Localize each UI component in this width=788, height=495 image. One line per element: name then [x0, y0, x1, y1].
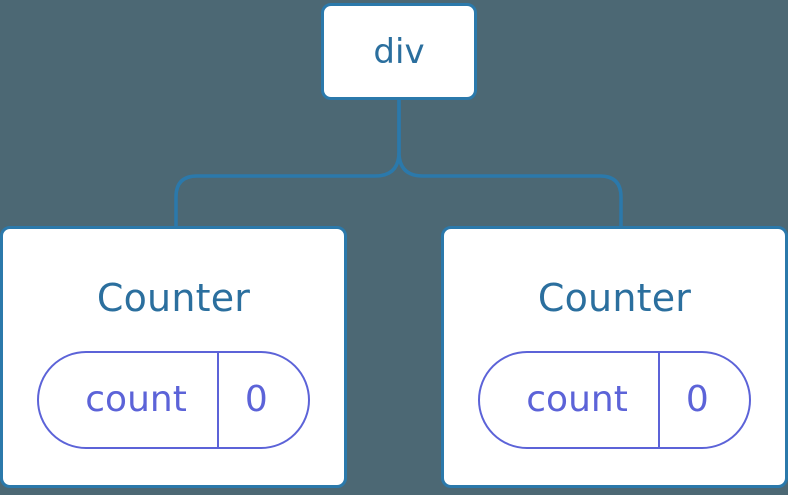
connector-to-left-child [174, 100, 401, 226]
state-pill-left[interactable]: count 0 [37, 351, 310, 449]
state-pill-right[interactable]: count 0 [478, 351, 751, 449]
state-value-left: 0 [216, 353, 308, 447]
connector-to-right-child [397, 100, 623, 226]
node-counter-left-label: Counter [96, 276, 251, 320]
node-counter-left[interactable]: Counter count 0 [0, 226, 347, 488]
node-div[interactable]: div [321, 3, 477, 100]
state-key-left: count [85, 379, 187, 420]
node-counter-right-label: Counter [537, 276, 692, 320]
state-key-right: count [526, 379, 628, 420]
state-value-right: 0 [657, 353, 749, 447]
node-counter-right[interactable]: Counter count 0 [441, 226, 788, 488]
node-div-label: div [373, 31, 425, 72]
